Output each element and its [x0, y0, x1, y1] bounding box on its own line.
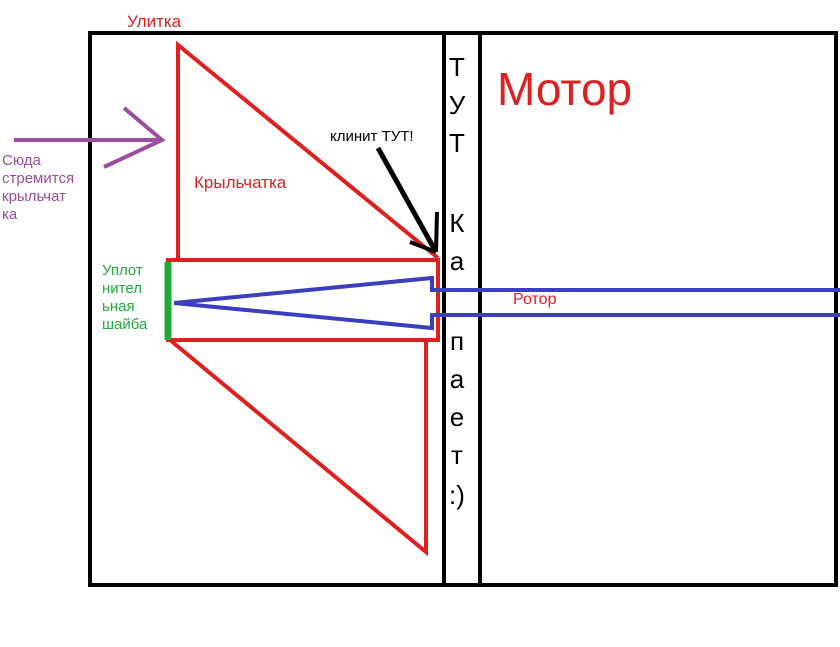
- direction-label-line: ка: [2, 206, 18, 223]
- rotor-label: Ротор: [513, 291, 557, 308]
- vertical-note-char: а: [449, 246, 465, 276]
- housing-outline: [88, 31, 838, 587]
- jam-arrow-head-b: [434, 211, 439, 253]
- vertical-note-char: т: [451, 440, 463, 470]
- direction-label-line: стремится: [2, 170, 75, 187]
- direction-label: Сюда стремится крыльчат ка: [2, 152, 74, 224]
- seal-washer-label: Уплот нител ьная шайба: [102, 262, 147, 334]
- direction-label-line: Сюда: [2, 152, 41, 169]
- vertical-note-char: :): [449, 480, 465, 510]
- jam-arrow-head-a: [409, 240, 437, 254]
- direction-arrow-head: [103, 106, 166, 169]
- volute-label: Улитка: [127, 12, 182, 31]
- vertical-note-char: Т: [449, 52, 465, 82]
- direction-label-line: крыльчат: [2, 188, 66, 205]
- impeller-label: Крыльчатка: [194, 173, 287, 192]
- jam-here-label: клинит ТУТ!: [330, 128, 414, 145]
- vertical-note-char: Т: [449, 128, 465, 158]
- vertical-note-char: а: [449, 364, 465, 394]
- vertical-note-char: п: [449, 326, 465, 356]
- rotor-shaft-lower: [173, 301, 840, 331]
- impeller-lower-blade: [168, 338, 428, 557]
- rotor-shaft-upper: [173, 275, 840, 305]
- motor-label: Мотор: [497, 63, 633, 115]
- vertical-note-char: е: [449, 402, 465, 432]
- impeller-upper-blade: [176, 40, 440, 260]
- vertical-note-char: У: [448, 90, 466, 120]
- seal-washer-label-line: ьная: [102, 298, 135, 315]
- seal-washer-label-line: нител: [102, 280, 142, 297]
- seal-washer-label-line: Уплот: [102, 262, 143, 279]
- seal-washer-label-line: шайба: [102, 316, 148, 333]
- jam-arrow-shaft: [375, 146, 439, 254]
- vertical-note-char: К: [449, 208, 465, 238]
